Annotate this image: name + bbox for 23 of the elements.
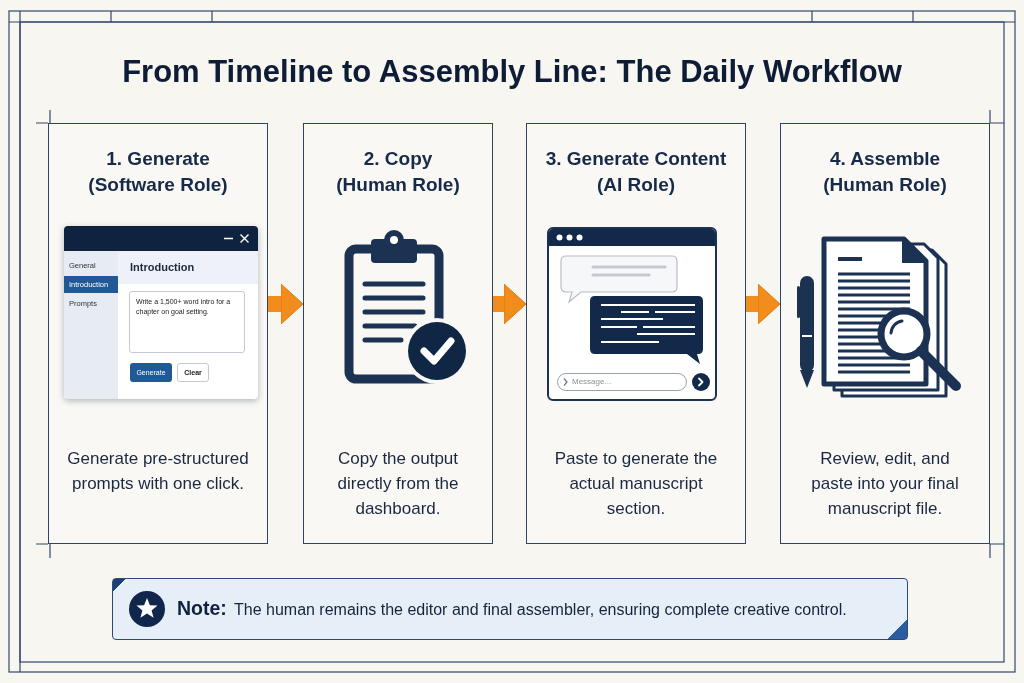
step-panel xyxy=(780,123,990,544)
section-heading: Introduction xyxy=(118,251,258,284)
step-panel xyxy=(303,123,493,544)
app-window xyxy=(64,226,258,399)
message-input-field: Message... xyxy=(557,373,687,391)
step-description: Copy the output directly from the dashboard. xyxy=(336,448,460,520)
arrow xyxy=(746,283,781,325)
step-description: Paste to generate the actual manuscript section. xyxy=(553,448,719,520)
step-description: Review, edit, and paste into your final manuscript file. xyxy=(810,448,960,520)
step-heading: 2. Copy (Human Role) xyxy=(335,147,461,197)
note-banner xyxy=(112,578,908,640)
step-panel xyxy=(526,123,746,544)
note-text: Note: The human remains the editor and final assembler, ensuring complete creative control. xyxy=(177,597,847,621)
step-heading: 3. Generate Content (AI Role) xyxy=(544,147,728,197)
arrow xyxy=(493,283,527,325)
step-panel xyxy=(48,123,268,544)
step-heading: 1. Generate (Software Role) xyxy=(87,147,229,197)
step-description: Generate pre-structured prompts with one click. xyxy=(66,448,250,495)
step-heading: 4. Assemble (Human Role) xyxy=(822,147,948,197)
arrow xyxy=(268,283,304,325)
sidebar-menu xyxy=(64,251,118,399)
chat-window xyxy=(547,227,717,401)
title: From Timeline to Assembly Line: The Daily Workflow xyxy=(122,53,902,91)
